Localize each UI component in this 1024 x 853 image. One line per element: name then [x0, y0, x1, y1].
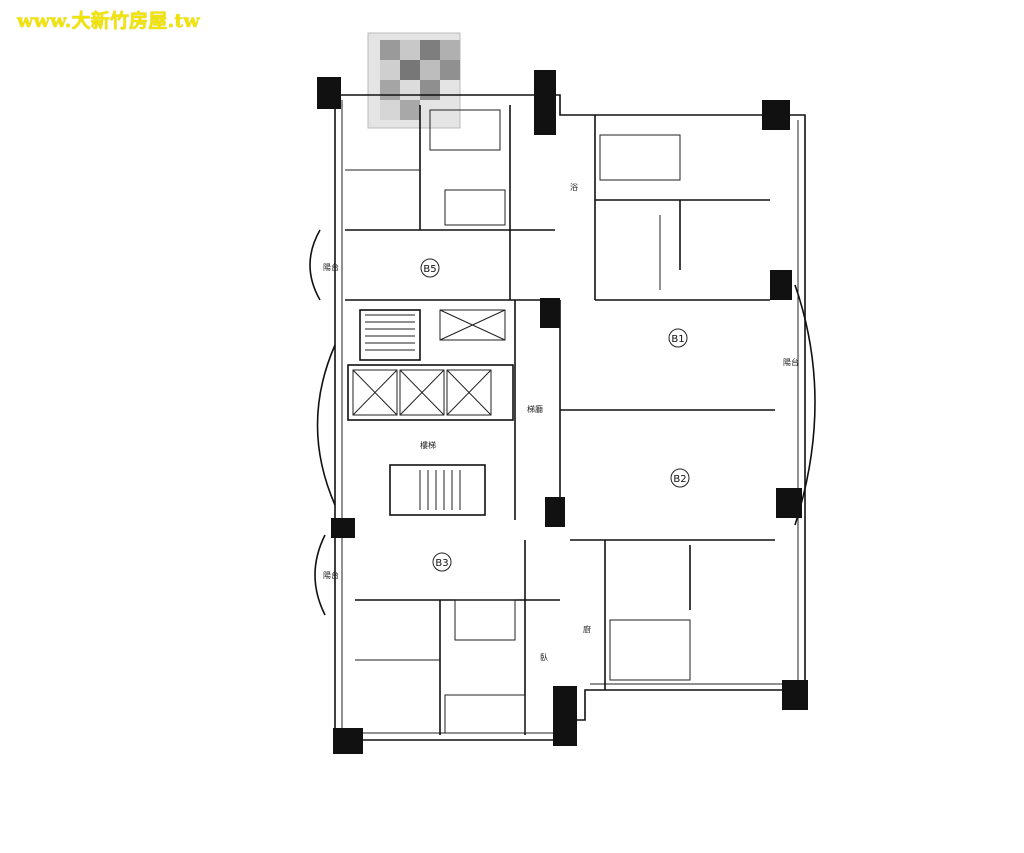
- unit-label-b1: B1: [671, 334, 684, 345]
- unit-label-b2: B2: [673, 474, 686, 485]
- outer-walls: [309, 94, 816, 741]
- unit-label-b3: B3: [435, 558, 448, 569]
- room-label-balcony: 陽台: [323, 262, 339, 272]
- watermark-text: www.大新竹房屋.tw: [17, 10, 200, 32]
- room-label-bath: 浴: [570, 182, 578, 192]
- room-label-balcony: 陽台: [323, 570, 339, 580]
- room-label-bedroom: 臥: [540, 653, 548, 662]
- room-label-kitchen: 廚: [583, 624, 591, 634]
- room-label-elevator-hall: 梯廳: [527, 404, 543, 414]
- unit-label-b5: B5: [423, 264, 436, 275]
- interior-walls: [345, 105, 775, 735]
- columns: [317, 70, 808, 754]
- room-label-stairs: 樓梯: [420, 440, 436, 450]
- blurred-thumbnail: [367, 32, 461, 129]
- unit-labels: B5 B1 B2 B3: [420, 258, 690, 572]
- room-label-balcony: 陽台: [783, 357, 799, 367]
- room-labels: 陽台 陽台 陽台 梯廳 樓梯 浴 廚 臥: [323, 182, 799, 662]
